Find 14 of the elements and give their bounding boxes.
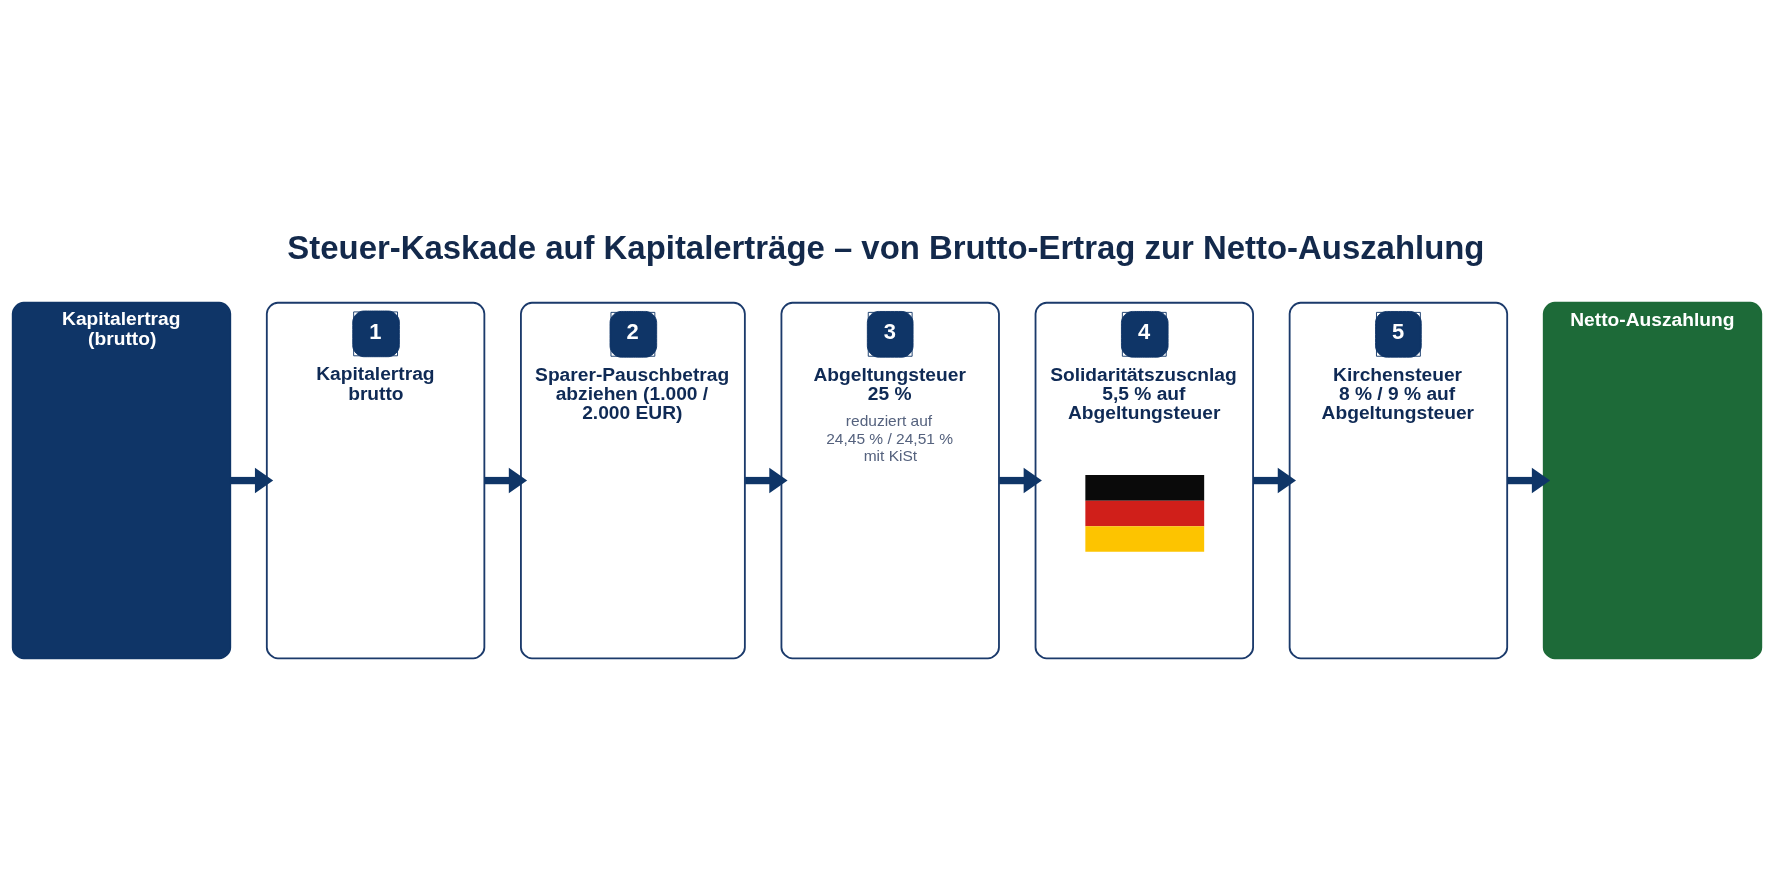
node-box: 3 Abgeltungsteuer 25 % reduziert auf 24,45 % / 24,51 % mit KiSt	[780, 301, 1000, 659]
arrow	[1507, 467, 1551, 493]
node-box: Netto-Auszahlung	[1542, 301, 1763, 659]
arrow	[230, 467, 274, 493]
node-box: 5 Kirchensteuer 8 % / 9 % auf Abgeltungsteuer	[1288, 301, 1509, 659]
arrow	[1253, 467, 1296, 493]
node-box: Kapitalertrag (brutto)	[11, 301, 232, 659]
arrow	[999, 467, 1042, 493]
node-box: 2 Sparer-Pauschbetrag abziehen (1.000 / 2.000 EUR)	[520, 301, 746, 659]
node-box: 4 Solidaritätszuscnlag 5,5 % auf Abgeltungsteuer	[1034, 301, 1254, 659]
arrow	[745, 467, 788, 493]
arrow	[484, 467, 528, 493]
diagram-title: Steuer-Kaskade auf Kapitalerträge – von Brutto-Ertrag zur Netto-Auszahlung	[287, 228, 1485, 266]
node-box: 1 Kapitalertrag brutto	[265, 301, 486, 659]
